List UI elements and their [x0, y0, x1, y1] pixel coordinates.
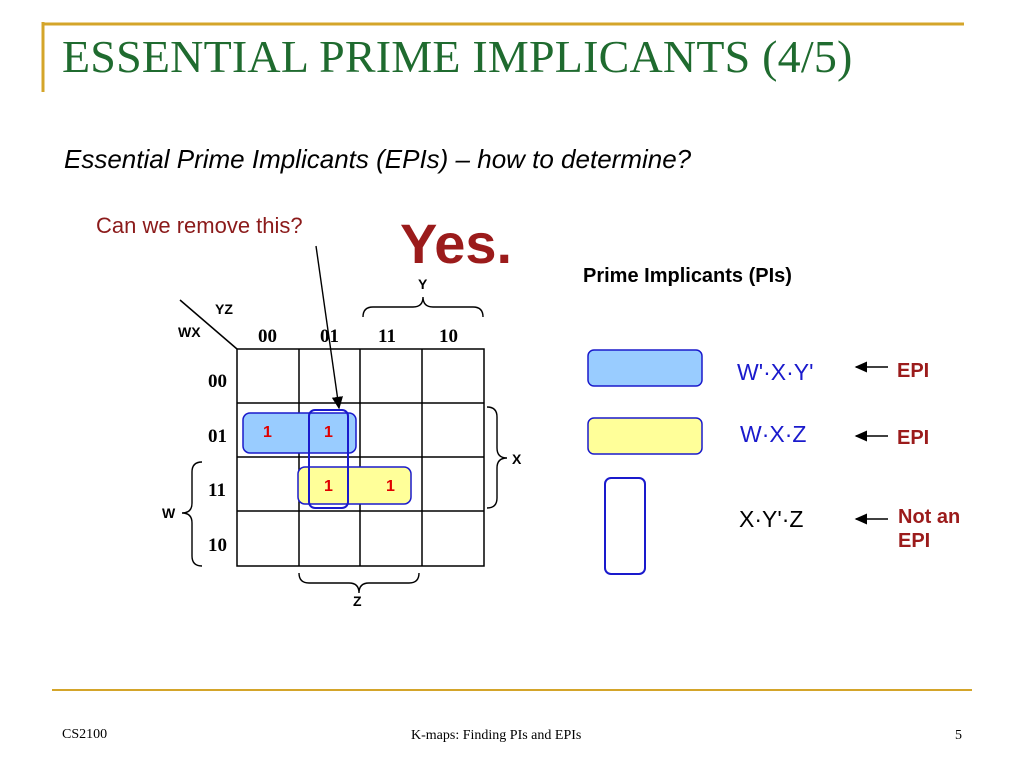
pi-expression: W·X·Z: [740, 421, 807, 447]
kmap-grid: [179, 299, 485, 567]
kmap-cell-value: 1: [386, 478, 395, 495]
brace-label-z: Z: [353, 593, 362, 609]
question-arrow: [315, 245, 343, 410]
slide-subtitle: Essential Prime Implicants (EPIs) – how …: [64, 144, 692, 174]
kmap-col-code: 00: [258, 326, 277, 347]
kmap-row-code: 10: [208, 535, 227, 556]
kmap-row-code: 11: [208, 480, 226, 501]
kmap-cell-value: 1: [324, 478, 333, 495]
brace-w: [181, 461, 203, 567]
pi-swatch-blue: [587, 349, 703, 387]
answer-label: Yes.: [400, 212, 513, 275]
question-label: Can we remove this?: [96, 213, 303, 238]
brace-y: [362, 296, 484, 318]
kmap-cell-value: 1: [263, 424, 272, 441]
kmap-row-var-label: WX: [178, 324, 201, 340]
pi-arrows: [854, 361, 888, 525]
pi-swatch-outline: [604, 477, 646, 575]
kmap-col-var-label: YZ: [215, 301, 233, 317]
footer-course: CS2100: [62, 727, 108, 742]
kmap-col-code: 01: [320, 326, 339, 347]
pi-status: EPI: [897, 360, 930, 382]
group-wxz-highlight: [297, 466, 412, 505]
brace-label-w: W: [162, 505, 176, 521]
kmap-col-code: 10: [439, 326, 458, 347]
pi-heading: Prime Implicants (PIs): [583, 265, 792, 287]
group-wxy-highlight: [242, 412, 357, 454]
pi-expression: W'·X·Y': [737, 359, 814, 385]
pi-status: EPI: [897, 427, 930, 449]
footer-title: K-maps: Finding PIs and EPIs: [411, 728, 582, 743]
footer-page-number: 5: [955, 728, 962, 743]
brace-z: [298, 572, 420, 594]
kmap-col-code: 11: [378, 326, 396, 347]
pi-swatch-yellow: [587, 417, 703, 455]
kmap-cell-value: 1: [324, 424, 333, 441]
brace-label-y: Y: [418, 276, 428, 292]
pi-expression: X·Y'·Z: [739, 506, 804, 532]
brace-label-x: X: [512, 451, 522, 467]
pi-status: Not an EPI: [898, 506, 961, 552]
kmap-row-code: 00: [208, 371, 227, 392]
slide-title: ESSENTIAL PRIME IMPLICANTS (4/5): [62, 31, 853, 82]
brace-x: [486, 406, 508, 509]
group-xyz-outline: [308, 409, 349, 509]
kmap-row-code: 01: [208, 426, 227, 447]
